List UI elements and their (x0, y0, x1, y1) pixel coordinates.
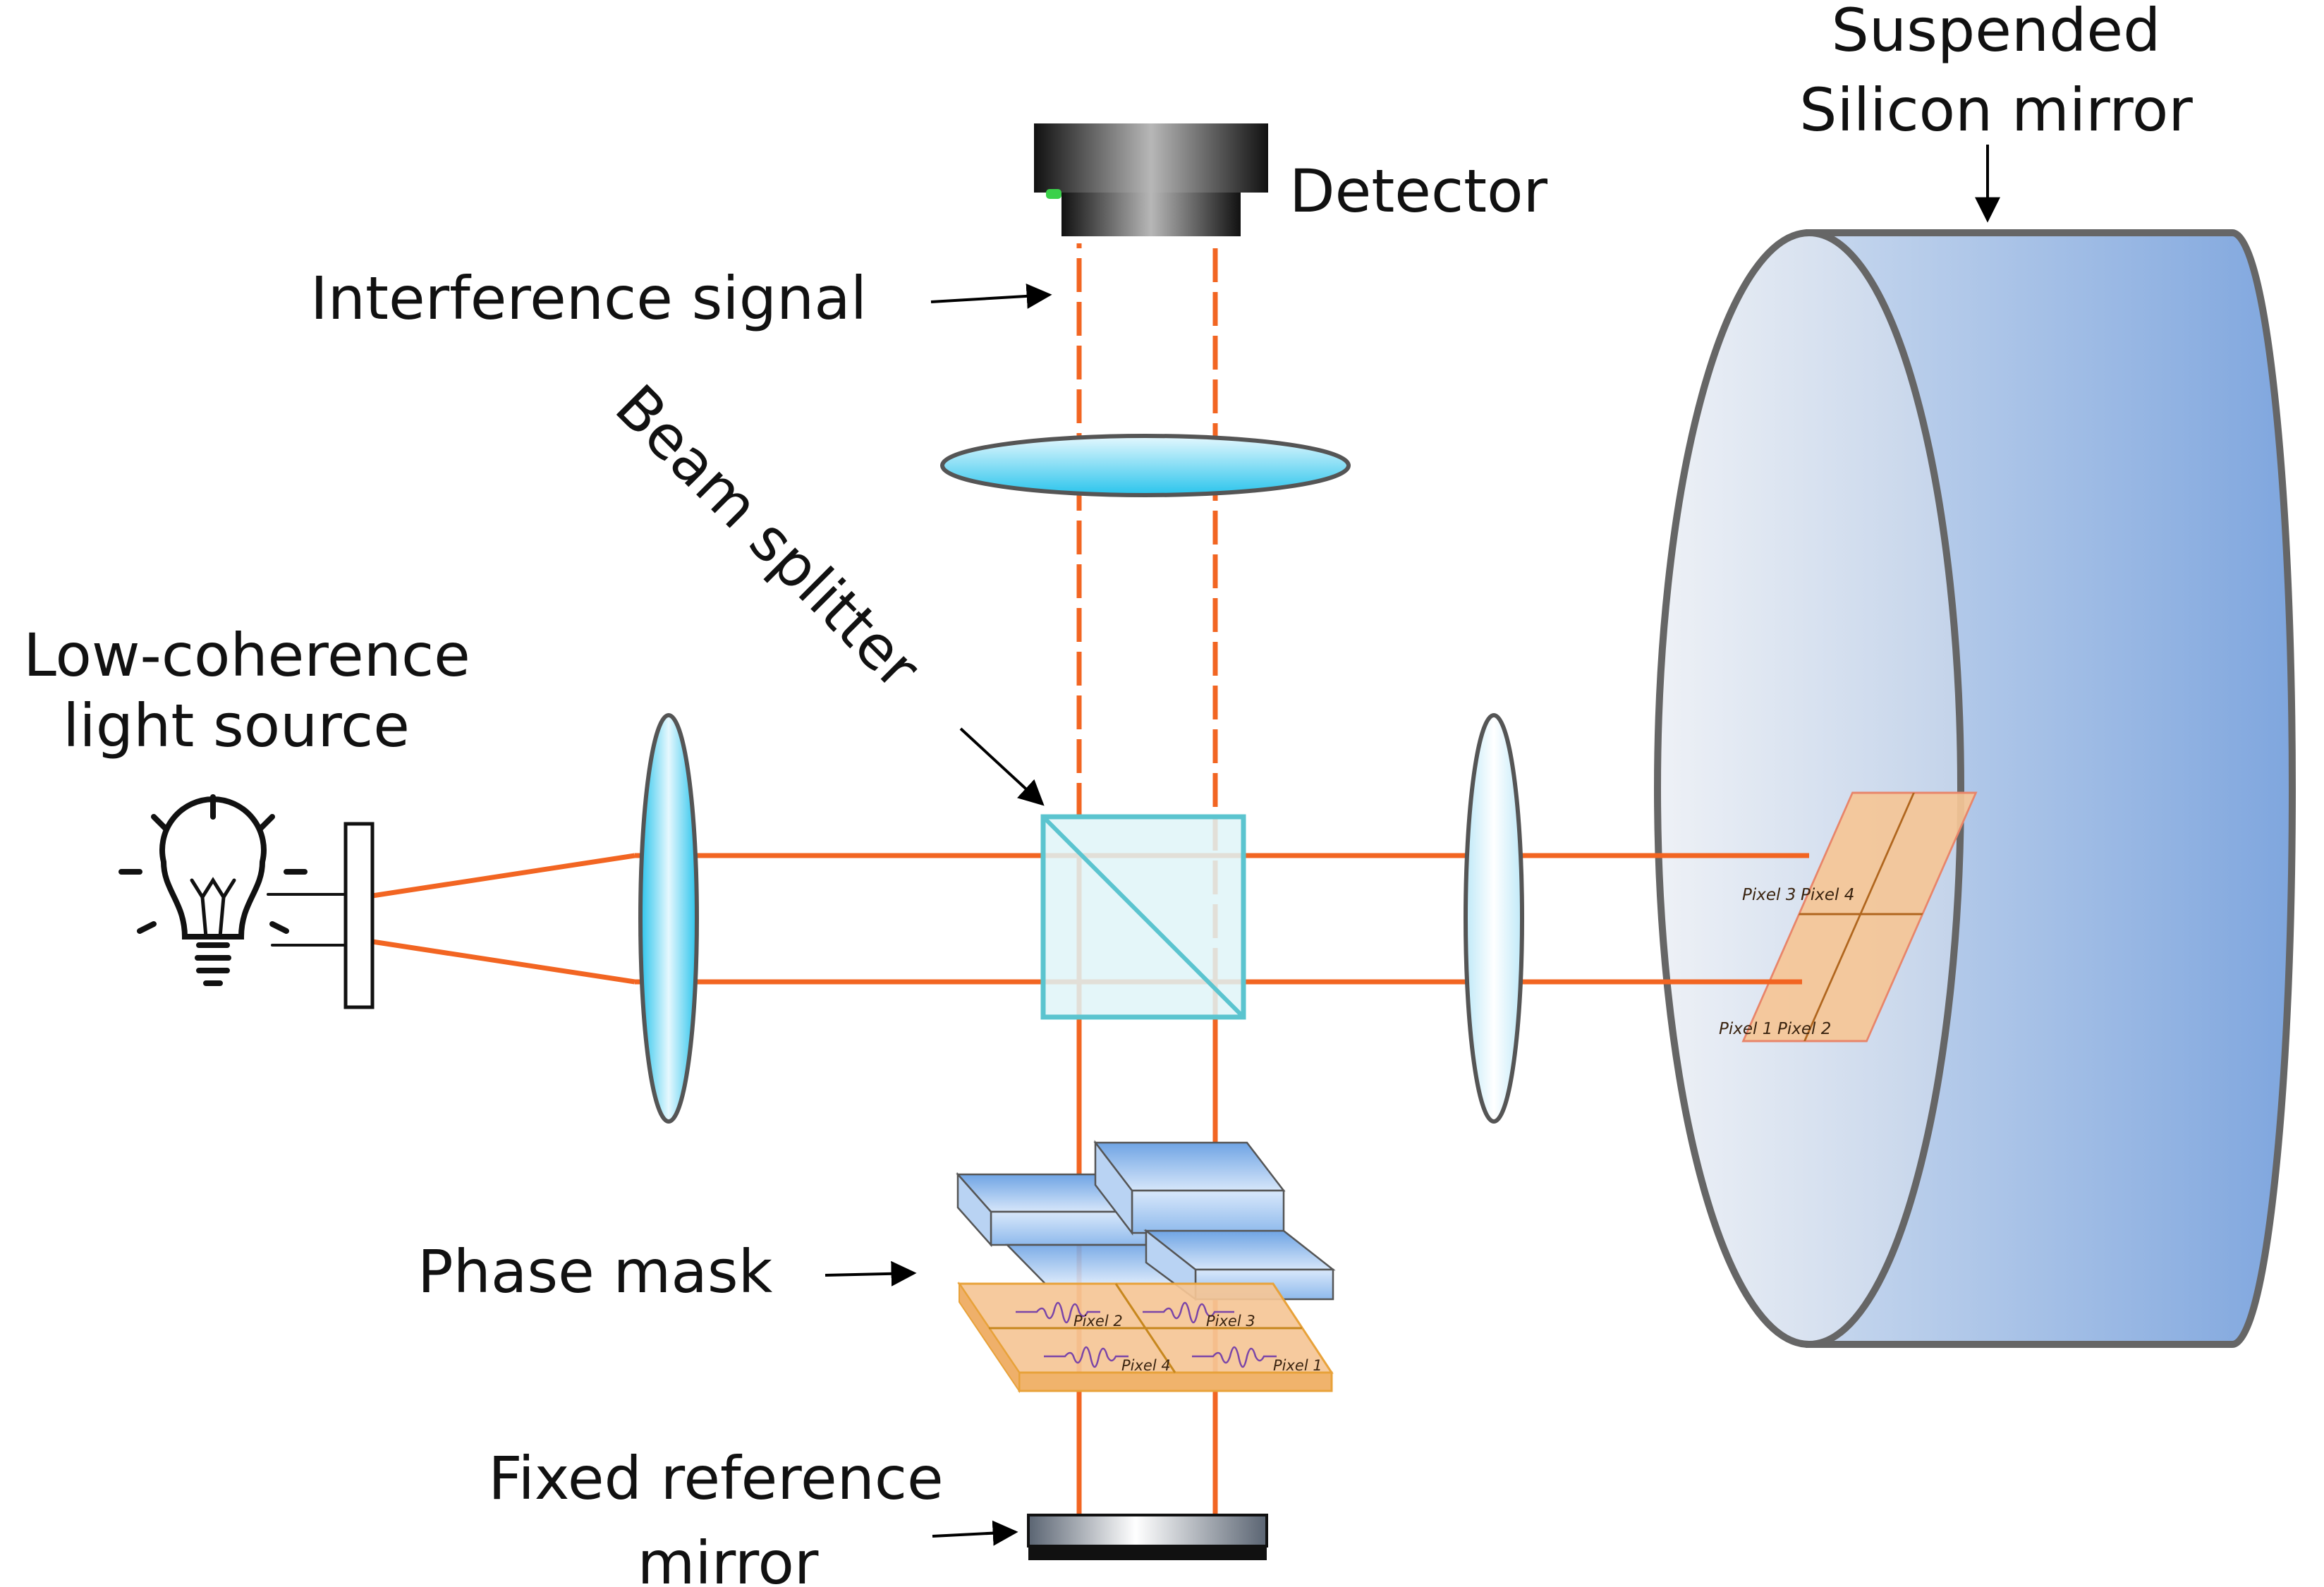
mask-pixel-2-label: Pixel 2 (1073, 1313, 1123, 1330)
label-interference-signal: Interference signal (310, 264, 867, 333)
light-bulb-icon (118, 794, 347, 986)
beam-splitter-arrow (959, 727, 1045, 806)
label-beam-splitter: Beam splitter (602, 372, 933, 703)
mask-pixel-4-label: Pixel 4 (1121, 1357, 1171, 1374)
reference-mirror-arrow (932, 1520, 1018, 1546)
mirror-pixel-2-label: Pixel 2 (1777, 1020, 1831, 1038)
label-phase-mask: Phase mask (418, 1237, 773, 1306)
collimating-lens (638, 713, 699, 1124)
label-detector: Detector (1289, 157, 1547, 226)
beam-splitter-cube (1040, 814, 1246, 1020)
fixed-reference-mirror (1027, 1514, 1268, 1560)
phase-mask (956, 1140, 1336, 1301)
label-silicon-mirror-line2: Silicon mirror (1799, 75, 2193, 145)
label-reference-mirror-line2: mirror (638, 1528, 819, 1587)
phase-mask-pixel-plate (957, 1281, 1334, 1394)
mirror-pixel-grid (1741, 791, 1978, 1042)
source-aperture-plate (343, 822, 375, 1009)
detector (1034, 123, 1268, 236)
mirror-pixel-3-label: Pixel 3 (1742, 886, 1796, 904)
phase-mask-arrow (825, 1260, 917, 1287)
imaging-lens (940, 434, 1351, 497)
label-silicon-mirror-line1: Suspended (1832, 0, 2161, 65)
mask-pixel-3-label: Pixel 3 (1206, 1313, 1255, 1330)
label-light-source-line1: Low-coherence (23, 621, 470, 690)
interference-signal-arrow (930, 283, 1052, 309)
label-reference-mirror-line1: Fixed reference (488, 1444, 943, 1513)
mirror-pixel-1-label: Pixel 1 (1719, 1020, 1772, 1038)
label-light-source-line2: light source (63, 691, 410, 760)
objective-lens (1464, 713, 1524, 1124)
mask-pixel-1-label: Pixel 1 (1273, 1357, 1322, 1374)
mirror-pixel-4-label: Pixel 4 (1801, 886, 1854, 904)
silicon-mirror (1654, 229, 2296, 1348)
